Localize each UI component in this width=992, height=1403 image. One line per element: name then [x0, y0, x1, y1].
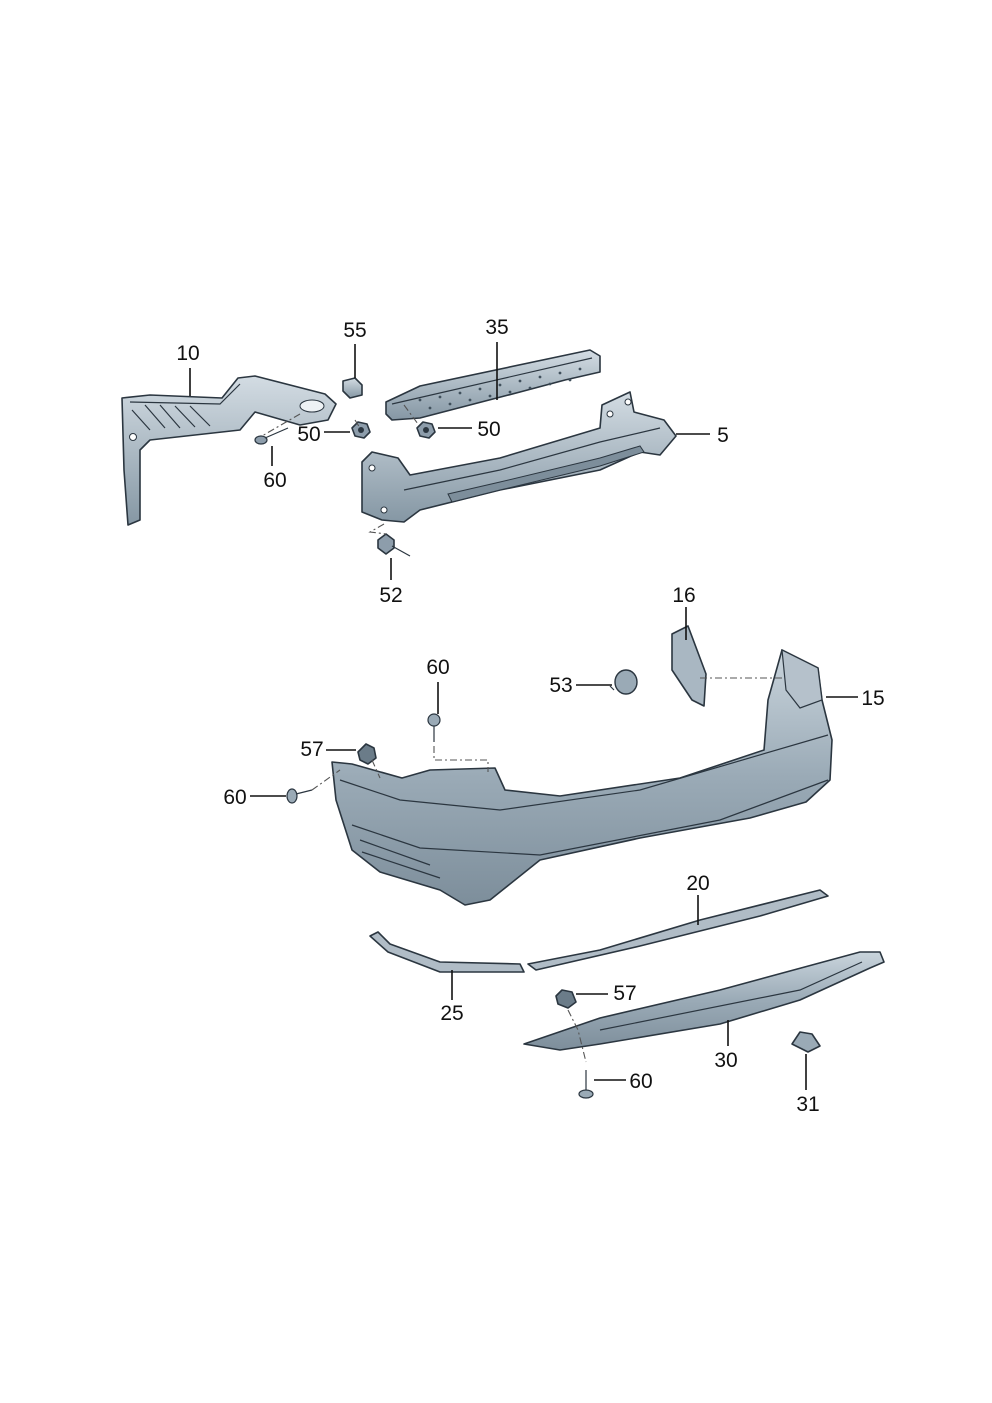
callout-15: 15 [861, 687, 884, 710]
part-10-bracket [121, 375, 337, 526]
callout-20: 20 [686, 872, 709, 895]
callout-50a: 50 [297, 423, 320, 446]
part-31-retainer [791, 1031, 821, 1053]
callout-16: 16 [672, 584, 695, 607]
part-50-nut-left [351, 421, 371, 439]
part-30-diffuser [523, 951, 885, 1051]
part-16-sticker [671, 625, 707, 707]
part-53-cap [609, 669, 638, 695]
callout-53: 53 [549, 674, 572, 697]
callout-10: 10 [176, 342, 199, 365]
part-60-screw-top [254, 427, 289, 445]
part-60-screw-left [286, 788, 313, 804]
callout-50b: 50 [477, 418, 500, 441]
part-60-screw-mid [427, 713, 441, 742]
part-57-clip-lower [555, 989, 577, 1009]
callout-5: 5 [717, 424, 729, 447]
part-5-beam [361, 391, 677, 523]
part-25-trim-left [369, 931, 525, 973]
callout-52: 52 [379, 584, 402, 607]
callout-31: 31 [796, 1093, 819, 1116]
part-52-bolt [377, 533, 411, 557]
callout-57b: 57 [613, 982, 636, 1005]
part-20-trim-right [527, 889, 829, 971]
part-57-clip-upper [357, 743, 377, 765]
callout-60a: 60 [263, 469, 286, 492]
callout-60b: 60 [426, 656, 449, 679]
callout-35: 35 [485, 316, 508, 339]
callout-60c: 60 [223, 786, 246, 809]
part-15-bumper-cover [331, 648, 833, 906]
part-60-screw-bottom [578, 1070, 594, 1099]
callout-30: 30 [714, 1049, 737, 1072]
callout-25: 25 [440, 1002, 463, 1025]
part-50-nut-right [416, 421, 436, 439]
callout-57a: 57 [300, 738, 323, 761]
callout-55: 55 [343, 319, 366, 342]
part-55-clip-nut [342, 377, 363, 399]
callout-60d: 60 [629, 1070, 652, 1093]
part-35-absorber [385, 349, 601, 421]
